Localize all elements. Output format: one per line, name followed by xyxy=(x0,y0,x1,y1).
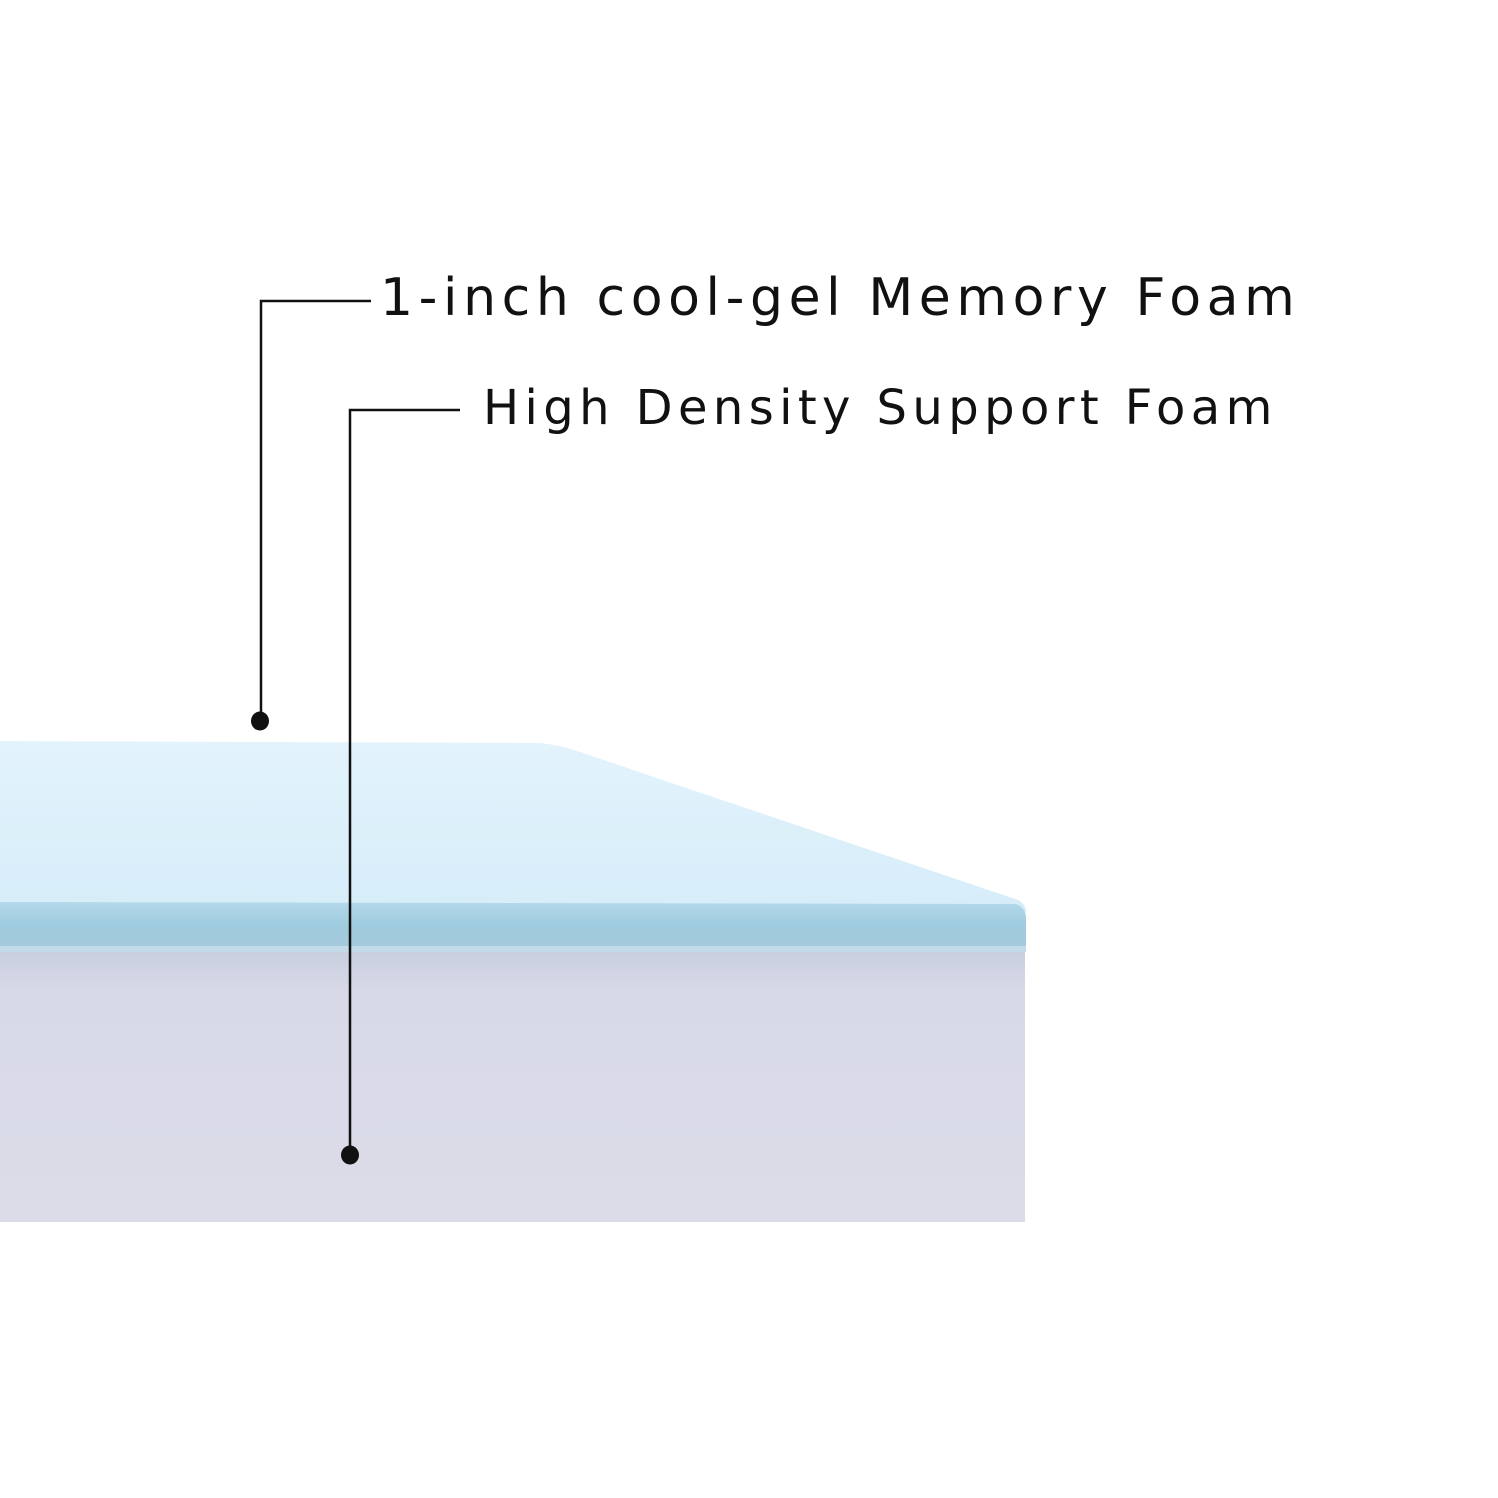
layer-seam xyxy=(0,946,1026,952)
callout-dot-1 xyxy=(251,711,269,731)
callout-leader-1 xyxy=(251,299,371,731)
memory-foam-top-surface xyxy=(0,741,1026,912)
memory-foam-label: 1-inch cool-gel Memory Foam xyxy=(380,268,1301,328)
memory-foam-edge xyxy=(0,902,1026,950)
support-foam xyxy=(0,952,1025,1222)
support-foam-label: High Density Support Foam xyxy=(483,380,1278,436)
callout-dot-2 xyxy=(341,1145,359,1165)
callout-leader-2 xyxy=(341,408,460,1165)
